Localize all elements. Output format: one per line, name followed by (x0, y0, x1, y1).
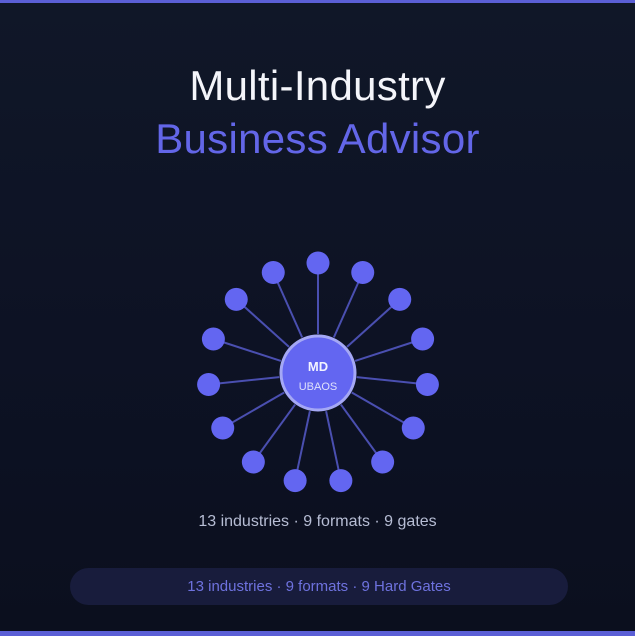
network-spoke (356, 376, 428, 386)
title-line-2: Business Advisor (155, 115, 480, 162)
network-spoke (351, 391, 414, 429)
hub-label: UBAOS (299, 381, 338, 393)
industry-node (197, 372, 221, 396)
footer-pill: 13 industries · 9 formats · 9 Hard Gates (70, 568, 568, 605)
industry-node (415, 372, 439, 396)
network-spoke (272, 272, 304, 338)
network-spoke (213, 338, 282, 362)
industry-node (241, 450, 265, 474)
industry-node (261, 261, 285, 285)
network-spokes (208, 263, 428, 481)
industry-node (388, 287, 412, 311)
network-spoke (340, 403, 384, 463)
industry-node (329, 469, 353, 493)
network-spoke (294, 410, 311, 481)
network-spoke (222, 391, 285, 429)
network-nodes (197, 251, 439, 493)
industry-node (224, 287, 248, 311)
industry-node (351, 261, 375, 285)
title-line-1: Multi-Industry (189, 62, 446, 109)
hub-circle (279, 334, 357, 412)
network-spoke (346, 298, 401, 348)
industry-node (371, 450, 395, 474)
stats-line: 13 industries · 9 formats · 9 gates (198, 513, 437, 530)
industry-node (401, 416, 425, 440)
network-spoke (235, 298, 290, 348)
industry-node (201, 327, 225, 351)
industry-node (306, 251, 330, 275)
industry-network-diagram: MD UBAOS (197, 251, 439, 493)
network-spoke (252, 403, 296, 463)
hub-initials: MD (308, 359, 328, 374)
industry-node (411, 327, 435, 351)
industry-node (283, 469, 307, 493)
industry-node (211, 416, 235, 440)
network-spoke (208, 376, 280, 386)
network-spoke (325, 410, 342, 481)
network-spoke (332, 272, 364, 338)
network-spoke (354, 338, 423, 362)
